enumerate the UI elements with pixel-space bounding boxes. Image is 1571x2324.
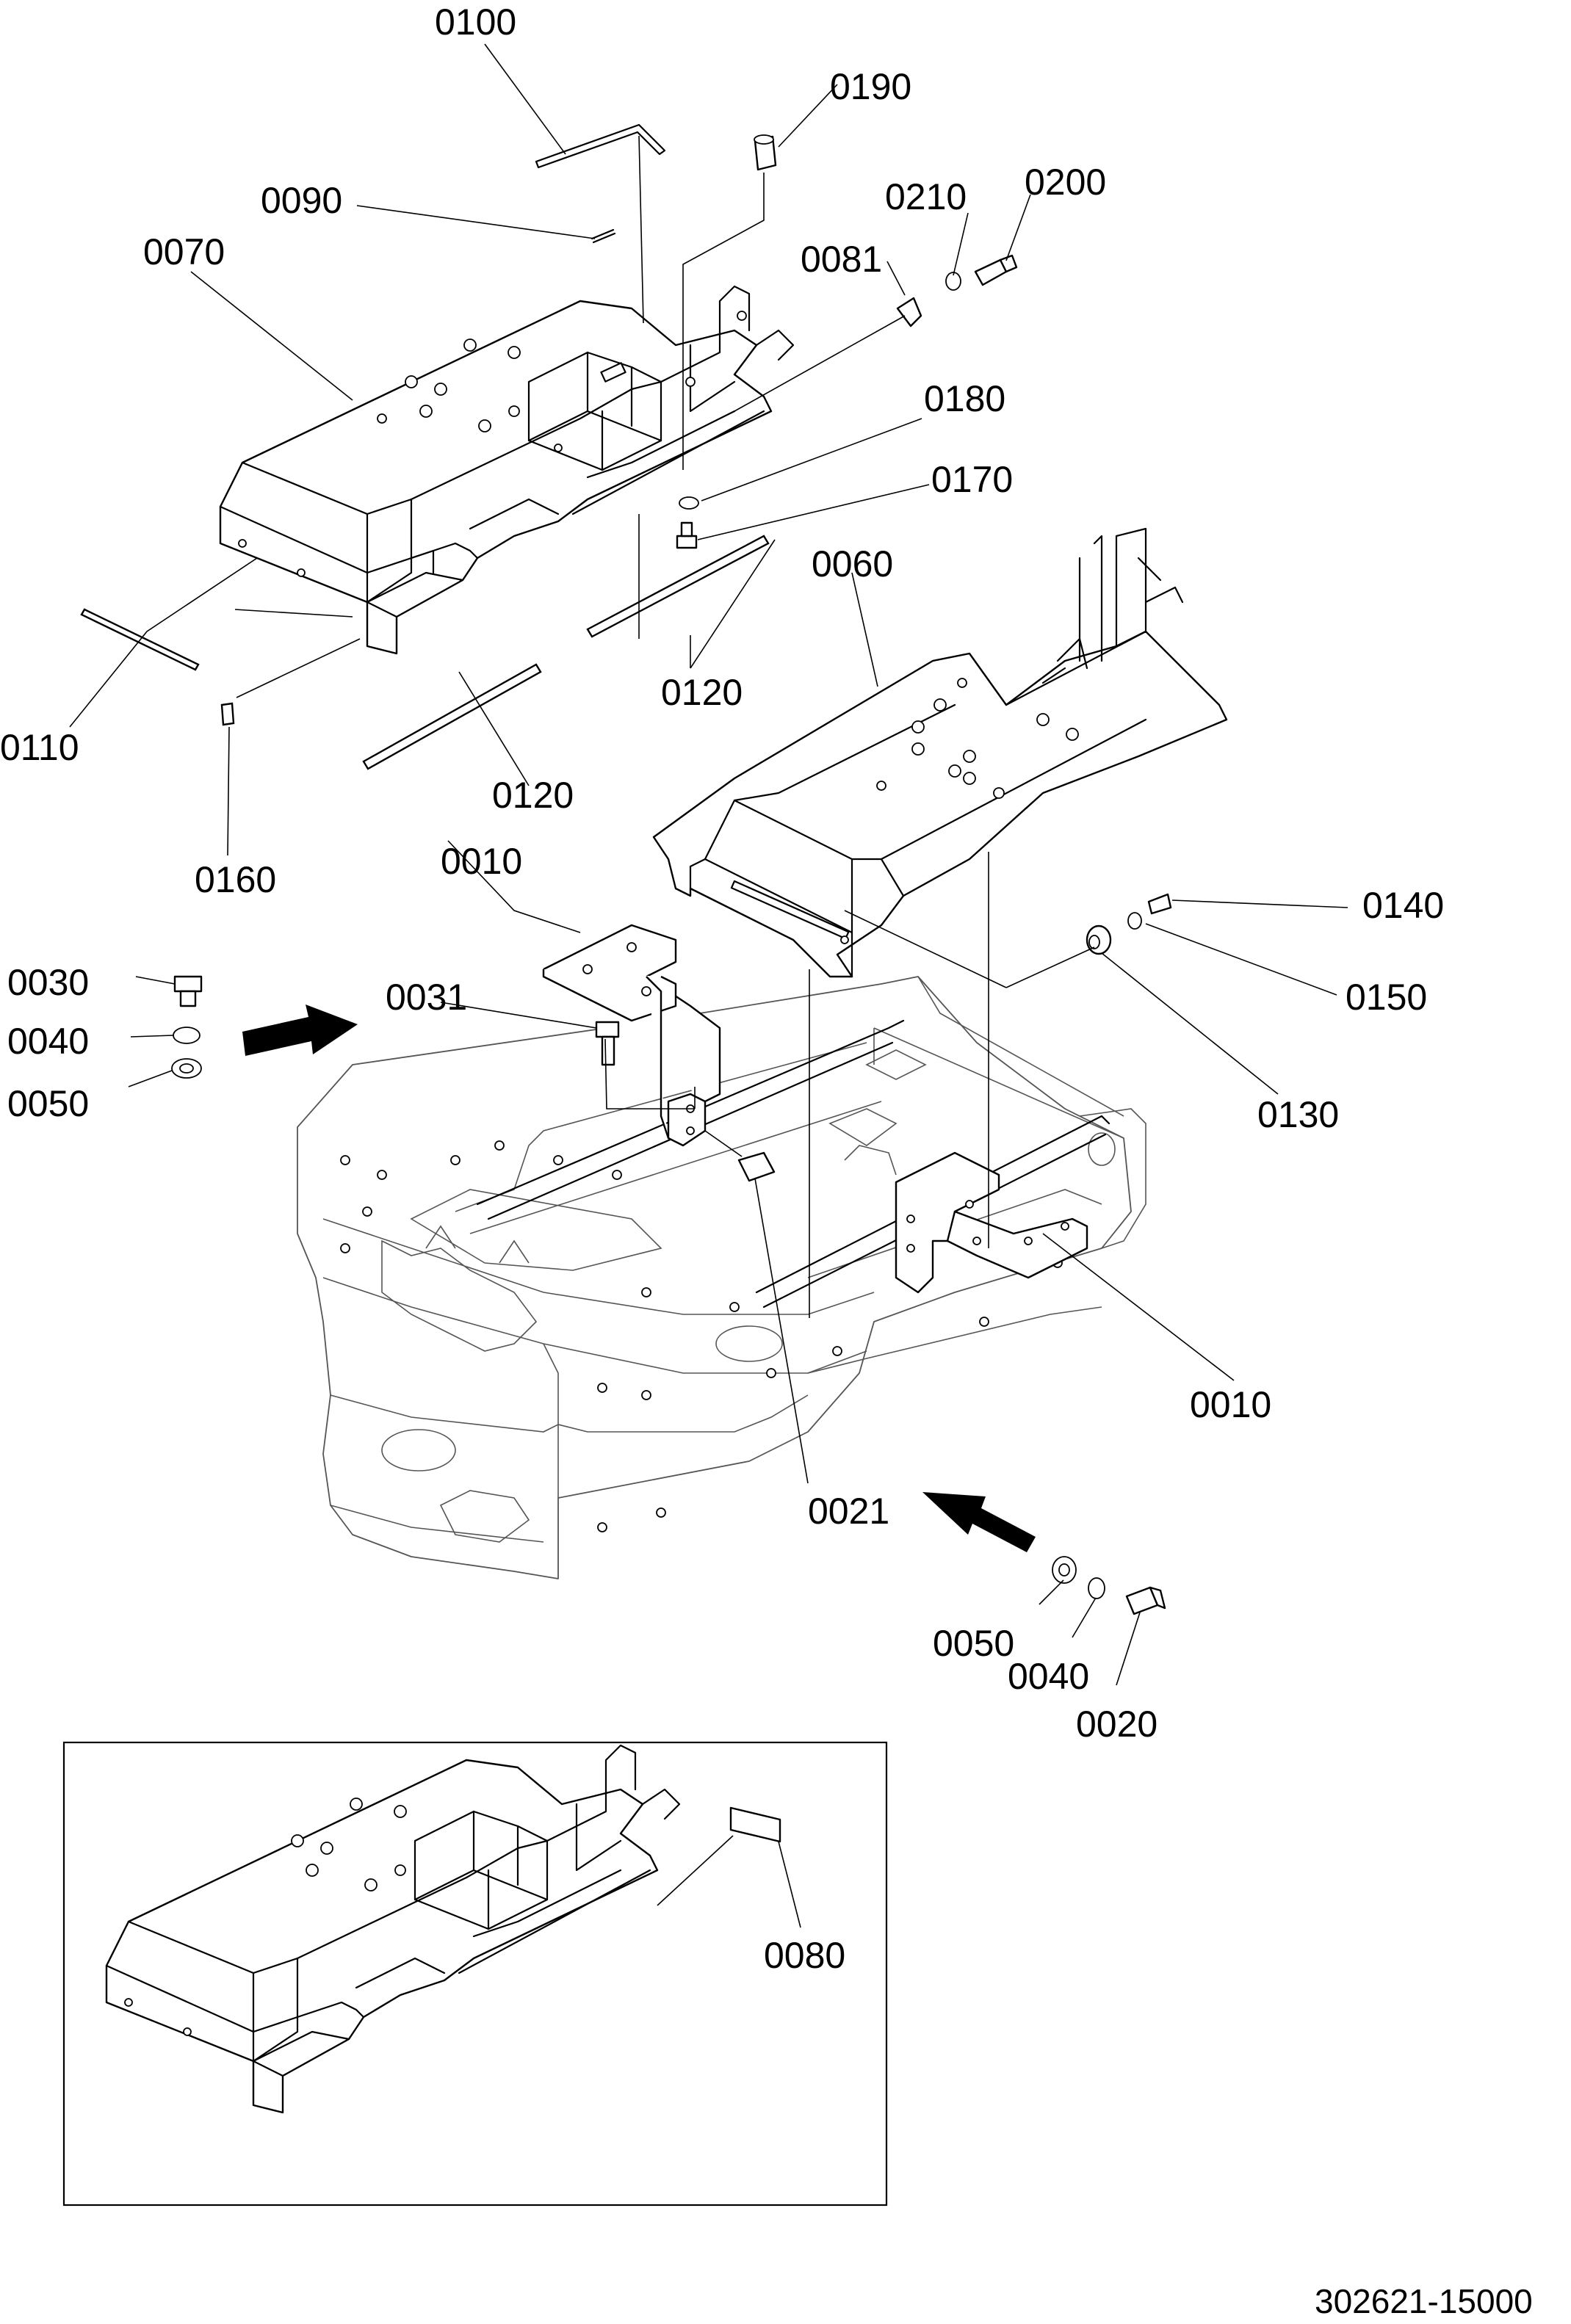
bar-0090 [591,228,615,240]
cover-0060 [652,527,1228,978]
label-0010-left: 0010 [441,841,522,882]
label-0050-right: 0050 [933,1623,1014,1664]
label-0050-left: 0050 [7,1083,89,1124]
label-0130: 0130 [1257,1094,1339,1135]
label-0031: 0031 [386,977,467,1018]
label-0080: 0080 [764,1935,845,1976]
bracket-0010-right [895,1151,1088,1294]
label-0060: 0060 [812,543,893,584]
label-0040-left: 0040 [7,1021,89,1062]
leader-lines [69,43,1348,1686]
label-plate-0080 [729,1806,781,1843]
arrow-right-icon [242,1004,358,1056]
label-0070: 0070 [143,231,225,272]
label-0150: 0150 [1346,977,1427,1018]
part-0160 [220,702,235,726]
frame-holes [340,1140,1063,1532]
label-0140: 0140 [1362,885,1444,926]
label-0030: 0030 [7,962,89,1003]
cover-0070 [219,285,795,655]
label-0180: 0180 [924,378,1005,419]
part-labels: 0100 0190 0090 0210 0200 0070 0081 0180 … [0,1,1444,1976]
arrow-up-left-icon [922,1492,1036,1552]
label-0010-right: 0010 [1190,1384,1271,1425]
label-0020: 0020 [1076,1704,1158,1745]
label-0021: 0021 [808,1491,889,1532]
main-frame [297,976,1146,1579]
label-0160: 0160 [195,859,276,900]
label-0100: 0100 [435,1,516,43]
bar-0100 [535,123,666,169]
label-0190: 0190 [830,66,911,107]
inset-detail [62,1741,888,2207]
label-0170: 0170 [931,459,1013,500]
label-0090: 0090 [261,180,342,221]
label-0081: 0081 [801,239,882,280]
direction-arrows [242,1004,1036,1552]
label-0040-right: 0040 [1008,1656,1089,1697]
label-0110: 0110 [0,727,79,768]
drawing-number: 302621-15000 [1315,2282,1533,2320]
label-0120-upper: 0120 [661,672,743,713]
strip-0120-upper [586,535,770,638]
label-0120-lower: 0120 [492,775,574,816]
label-0200: 0200 [1025,162,1106,203]
label-0210: 0210 [885,176,967,217]
strip-0120-lower [362,663,542,770]
bracket-0010-left [542,924,721,1147]
